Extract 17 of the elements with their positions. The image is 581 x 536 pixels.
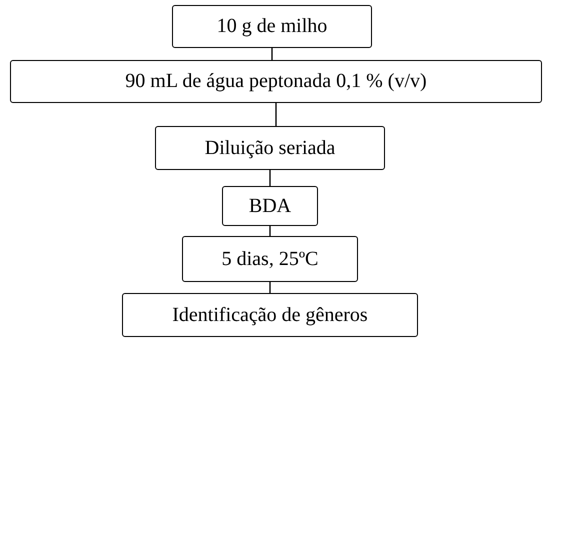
step-text: 5 dias, 25ºC (222, 246, 318, 272)
connector-line (269, 170, 271, 186)
process-box (172, 5, 372, 48)
connector-line (271, 48, 273, 60)
process-box (122, 293, 418, 337)
connector-line (269, 226, 271, 236)
step-text: Diluição seriada (204, 136, 336, 160)
step-text: 10 g de milho (216, 14, 328, 39)
connector-line (269, 282, 271, 293)
step-text: Identificação de gêneros (172, 302, 368, 328)
process-box (222, 186, 318, 226)
connector-line (275, 103, 277, 126)
process-box (10, 60, 542, 103)
step-text: 90 mL de água peptonada 0,1 % (v/v) (125, 69, 427, 94)
process-box (182, 236, 358, 282)
process-box (155, 126, 385, 170)
step-text: BDA (248, 194, 292, 218)
